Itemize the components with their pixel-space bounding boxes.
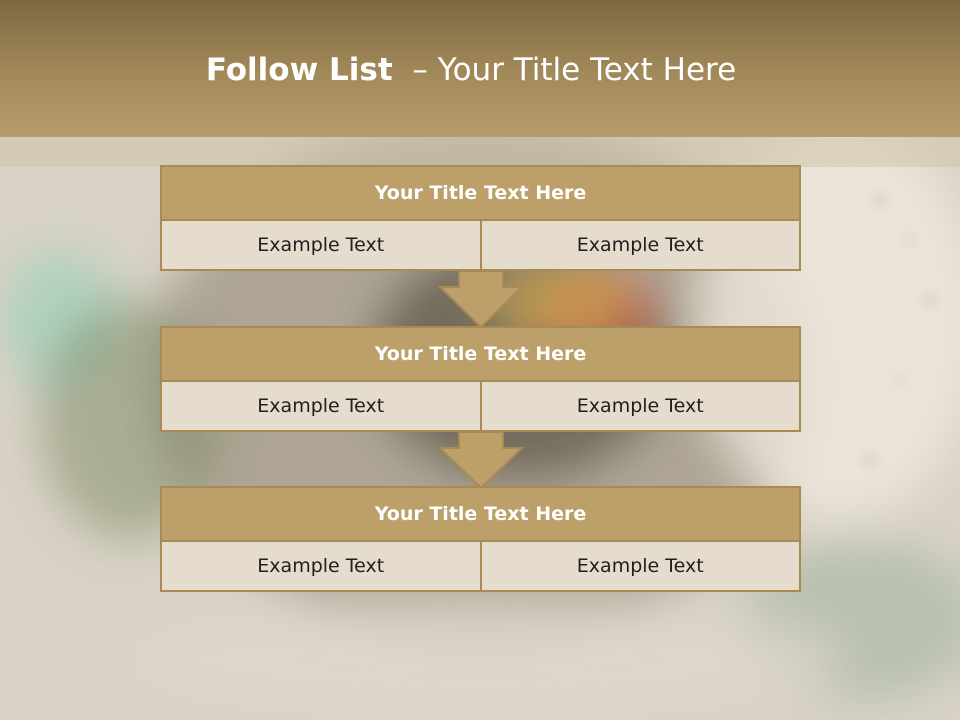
down-arrow-icon xyxy=(438,432,524,490)
step-block-2: Your Title Text Here Example Text Exampl… xyxy=(160,326,801,432)
step-cell-right: Example Text xyxy=(479,542,799,590)
step-row: Example Text Example Text xyxy=(160,221,801,271)
slide-title-bold: Follow List xyxy=(205,52,393,88)
slide-title-rest: – Your Title Text Here xyxy=(412,52,737,88)
step-cell-left: Example Text xyxy=(162,221,480,269)
step-block-3: Your Title Text Here Example Text Exampl… xyxy=(160,486,801,592)
step-row: Example Text Example Text xyxy=(160,382,801,432)
slide-title: Follow List – Your Title Text Here xyxy=(0,52,942,88)
step-title: Your Title Text Here xyxy=(160,326,801,382)
step-title: Your Title Text Here xyxy=(160,486,801,542)
down-arrow-icon xyxy=(438,271,524,329)
step-cell-left: Example Text xyxy=(162,542,480,590)
step-cell-right: Example Text xyxy=(479,221,799,269)
step-title: Your Title Text Here xyxy=(160,165,801,221)
slide-header xyxy=(0,0,960,137)
step-cell-left: Example Text xyxy=(162,382,480,430)
step-block-1: Your Title Text Here Example Text Exampl… xyxy=(160,165,801,271)
header-band xyxy=(0,137,960,167)
step-cell-right: Example Text xyxy=(479,382,799,430)
step-row: Example Text Example Text xyxy=(160,542,801,592)
